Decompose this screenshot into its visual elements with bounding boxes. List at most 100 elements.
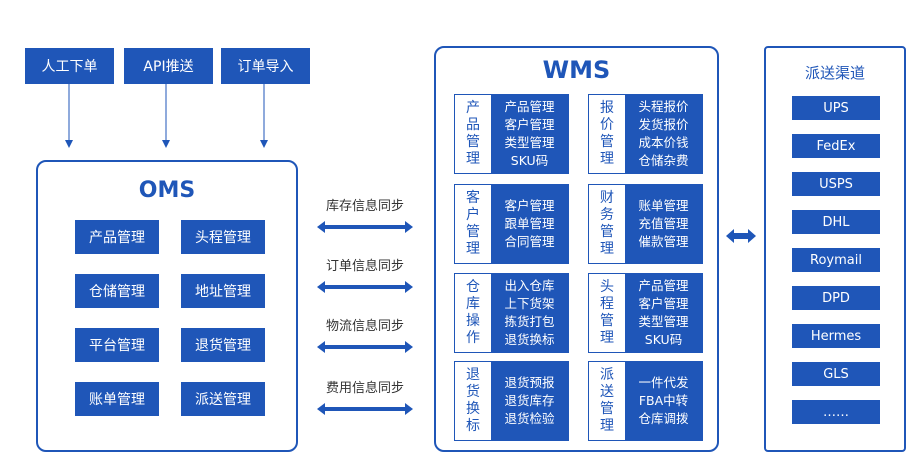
sync-label: 费用信息同步 bbox=[325, 381, 404, 396]
wms-module-label: 财务管理 bbox=[589, 185, 625, 263]
wms-module-item: 拣货打包 bbox=[504, 314, 555, 329]
wms-module-label-char: 理 bbox=[466, 151, 480, 167]
wms-module-label-char: 管 bbox=[466, 224, 480, 240]
wms-module-item: 退货预报 bbox=[504, 375, 555, 390]
channel-item[interactable]: UPS bbox=[792, 96, 880, 120]
wms-module-items: 退货预报退货库存退货检验 bbox=[491, 362, 568, 440]
wms-module-label: 退货换标 bbox=[455, 362, 491, 440]
sync-double-arrow-icon bbox=[317, 403, 413, 415]
channel-item[interactable]: DPD bbox=[792, 286, 880, 310]
wms-module-label-char: 户 bbox=[466, 207, 480, 223]
wms-module-label-char: 理 bbox=[466, 241, 480, 257]
wms-module-label-char: 财 bbox=[600, 190, 614, 206]
wms-module-label-char: 库 bbox=[466, 296, 480, 312]
source-button[interactable]: 人工下单 bbox=[25, 48, 114, 84]
wms-module-label-char: 派 bbox=[600, 367, 614, 383]
wms-module-items: 出入仓库上下货架拣货打包退货换标 bbox=[491, 274, 568, 352]
wms-module-item: 产品管理 bbox=[504, 99, 555, 114]
oms-panel: OMS 产品管理头程管理仓储管理地址管理平台管理退货管理账单管理派送管理 bbox=[36, 160, 298, 452]
sync-double-arrow-icon bbox=[317, 341, 413, 353]
wms-module-item: 上下货架 bbox=[504, 296, 555, 311]
wms-module-label-char: 管 bbox=[600, 134, 614, 150]
wms-module-item: 充值管理 bbox=[638, 216, 689, 231]
wms-module-item: 客户管理 bbox=[504, 117, 555, 132]
sync-label: 库存信息同步 bbox=[325, 199, 404, 214]
wms-module-item: 产品管理 bbox=[638, 278, 689, 293]
oms-item[interactable]: 退货管理 bbox=[181, 328, 265, 362]
wms-module[interactable]: 退货换标退货预报退货库存退货检验 bbox=[454, 361, 569, 441]
wms-module-item: 类型管理 bbox=[504, 135, 555, 150]
wms-module-item: 一件代发 bbox=[638, 375, 689, 390]
wms-module-label: 产品管理 bbox=[455, 95, 491, 173]
oms-item[interactable]: 派送管理 bbox=[181, 382, 265, 416]
sync-double-arrow-icon bbox=[317, 281, 413, 293]
wms-module-item: 客户管理 bbox=[504, 198, 555, 213]
oms-item[interactable]: 产品管理 bbox=[75, 220, 159, 254]
wms-module-label-char: 客 bbox=[466, 190, 480, 206]
wms-module-item: 类型管理 bbox=[638, 314, 689, 329]
wms-module-items: 账单管理充值管理催款管理 bbox=[625, 185, 702, 263]
wms-module-label-char: 产 bbox=[466, 100, 480, 116]
oms-item[interactable]: 账单管理 bbox=[75, 382, 159, 416]
wms-module-label-char: 管 bbox=[600, 224, 614, 240]
wms-module-label-char: 送 bbox=[600, 384, 614, 400]
channel-item[interactable]: USPS bbox=[792, 172, 880, 196]
wms-module-label-char: 价 bbox=[600, 117, 614, 133]
wms-module-label-char: 理 bbox=[600, 418, 614, 434]
wms-module-item: 出入仓库 bbox=[504, 278, 555, 293]
channel-item[interactable]: Hermes bbox=[792, 324, 880, 348]
wms-module-item: 客户管理 bbox=[638, 296, 689, 311]
oms-item[interactable]: 头程管理 bbox=[181, 220, 265, 254]
wms-module-item: 账单管理 bbox=[638, 198, 689, 213]
wms-module-label-char: 报 bbox=[600, 100, 614, 116]
sync-label: 订单信息同步 bbox=[325, 259, 404, 274]
sync-double-arrow-icon bbox=[317, 221, 413, 233]
double-arrow-icon bbox=[726, 229, 756, 243]
oms-item[interactable]: 仓储管理 bbox=[75, 274, 159, 308]
oms-item[interactable]: 平台管理 bbox=[75, 328, 159, 362]
channel-item[interactable]: FedEx bbox=[792, 134, 880, 158]
wms-module-label: 派送管理 bbox=[589, 362, 625, 440]
sync-label: 物流信息同步 bbox=[325, 319, 404, 334]
wms-module-label-char: 作 bbox=[466, 330, 480, 346]
wms-module-label-char: 管 bbox=[600, 313, 614, 329]
wms-module-items: 头程报价发货报价成本价钱仓储杂费 bbox=[625, 95, 702, 173]
channel-item[interactable]: DHL bbox=[792, 210, 880, 234]
wms-module[interactable]: 客户管理客户管理跟单管理合同管理 bbox=[454, 184, 569, 264]
oms-title: OMS bbox=[138, 178, 196, 203]
wms-module-label-char: 务 bbox=[600, 207, 614, 223]
source-button[interactable]: API推送 bbox=[124, 48, 213, 84]
wms-module-item: 头程报价 bbox=[638, 99, 689, 114]
wms-module-item: 仓库调拨 bbox=[638, 411, 689, 426]
wms-title: WMS bbox=[542, 56, 611, 84]
channel-item[interactable]: …… bbox=[792, 400, 880, 424]
wms-module-item: 催款管理 bbox=[638, 234, 689, 249]
wms-module-label: 仓库操作 bbox=[455, 274, 491, 352]
wms-module-item: 成本价钱 bbox=[638, 135, 689, 150]
source-button[interactable]: 订单导入 bbox=[221, 48, 310, 84]
wms-module-item: 退货检验 bbox=[504, 411, 555, 426]
wms-module-items: 客户管理跟单管理合同管理 bbox=[491, 185, 568, 263]
wms-module-item: 合同管理 bbox=[504, 234, 555, 249]
channel-item[interactable]: Roymail bbox=[792, 248, 880, 272]
wms-module[interactable]: 仓库操作出入仓库上下货架拣货打包退货换标 bbox=[454, 273, 569, 353]
wms-module-label: 客户管理 bbox=[455, 185, 491, 263]
wms-module-label: 报价管理 bbox=[589, 95, 625, 173]
wms-module[interactable]: 报价管理头程报价发货报价成本价钱仓储杂费 bbox=[588, 94, 703, 174]
wms-module-label-char: 品 bbox=[466, 117, 480, 133]
channel-item[interactable]: GLS bbox=[792, 362, 880, 386]
wms-module-item: 发货报价 bbox=[638, 117, 689, 132]
channels-title: 派送渠道 bbox=[804, 64, 865, 82]
wms-module-label-char: 标 bbox=[466, 418, 480, 434]
wms-module[interactable]: 财务管理账单管理充值管理催款管理 bbox=[588, 184, 703, 264]
oms-item[interactable]: 地址管理 bbox=[181, 274, 265, 308]
wms-module-label-char: 理 bbox=[600, 151, 614, 167]
